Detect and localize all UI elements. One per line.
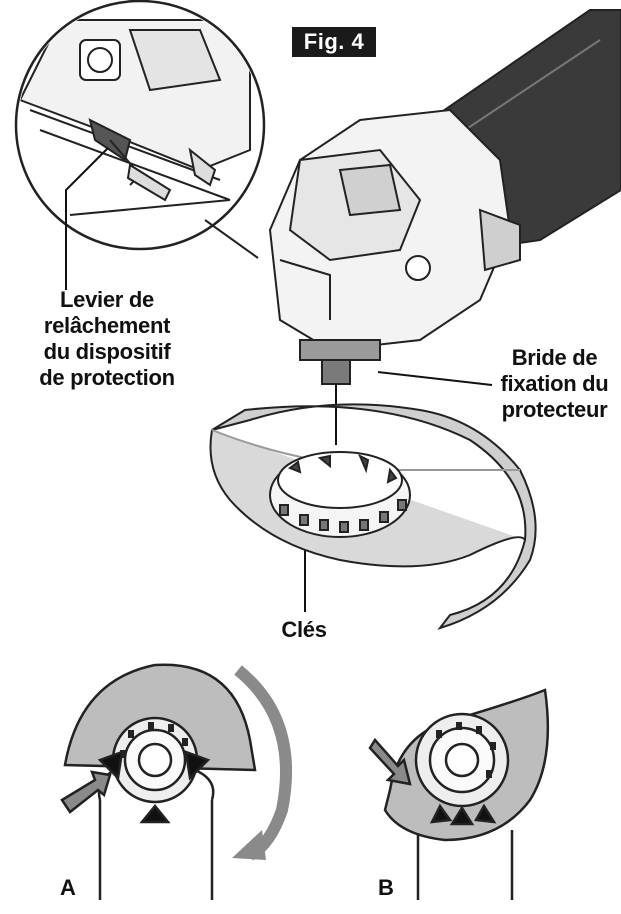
label-guard-flange: Bride de fixation du protecteur xyxy=(488,345,621,423)
label-line: du dispositif xyxy=(43,339,171,364)
label-view-b: B xyxy=(378,875,394,900)
bride-leader-line xyxy=(377,371,493,386)
zoom-callout xyxy=(14,0,266,259)
view-b xyxy=(368,688,550,900)
label-line: fixation du xyxy=(500,371,609,396)
label-line: protecteur xyxy=(501,397,608,422)
label-view-a: A xyxy=(60,875,76,900)
label-line: relâchement xyxy=(43,313,171,338)
label-line: Bride de xyxy=(511,345,598,370)
wheel-guard xyxy=(209,403,537,630)
label-line: Levier de xyxy=(60,287,154,312)
label-line: de protection xyxy=(39,365,175,390)
figure-label: Fig. 4 xyxy=(292,27,376,57)
label-keys: Clés xyxy=(281,617,327,642)
levier-leader-line xyxy=(65,147,109,290)
view-a xyxy=(60,663,293,900)
angle-grinder xyxy=(268,9,621,385)
label-guard-release-lever: Levier de relâchement du dispositif de p… xyxy=(2,287,212,391)
